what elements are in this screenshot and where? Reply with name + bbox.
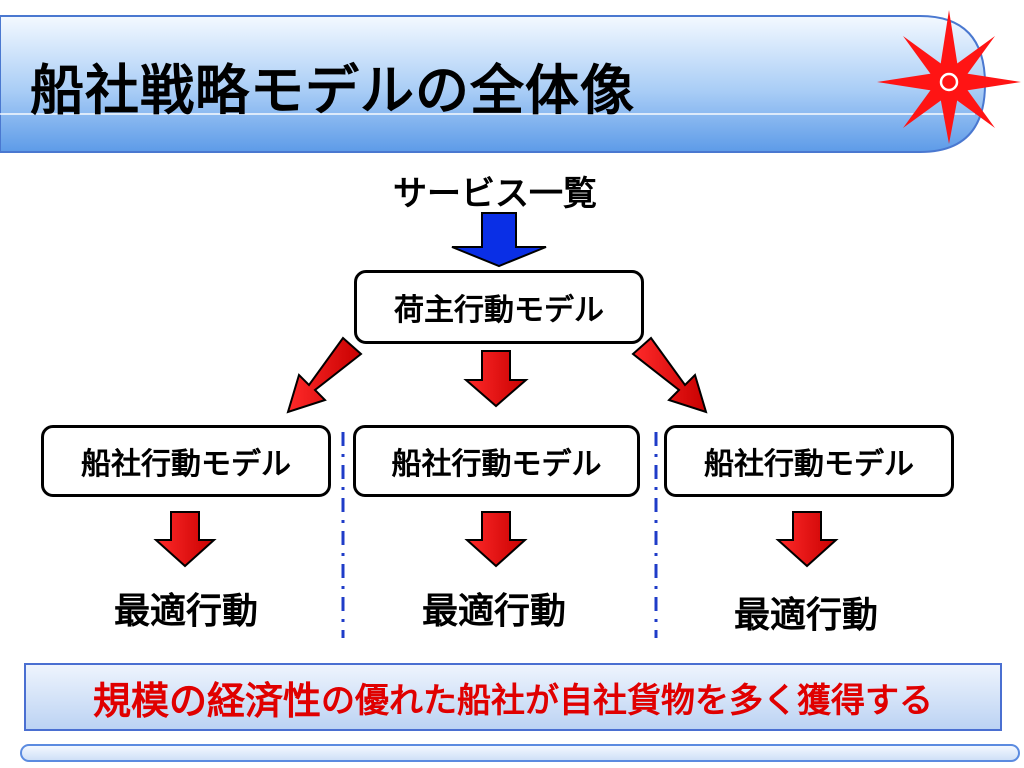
conclusion-banner: 規模の経済性の優れた船社が自社貨物を多く獲得する (24, 663, 1002, 731)
arrow-diagonal-left (286, 336, 363, 414)
conclusion-part1: 規模の経済性 (92, 678, 321, 723)
carrier-model-label: 船社行動モデル (391, 447, 602, 482)
service-list-label: サービス一覧 (393, 174, 597, 214)
carrier-model-label: 船社行動モデル (81, 447, 291, 482)
carrier-model-box: 船社行動モデル (664, 425, 954, 497)
arrow-down-result-right (775, 511, 839, 568)
shipper-model-box: 荷主行動モデル (354, 270, 644, 344)
optimal-action-label: 最適行動 (733, 595, 878, 636)
carrier-model-box: 船社行動モデル (41, 425, 331, 497)
carrier-model-label: 船社行動モデル (704, 447, 914, 482)
optimal-action-label: 最適行動 (113, 591, 258, 632)
arrow-diagonal-right (631, 336, 708, 414)
shipper-model-label: 荷主行動モデル (394, 293, 604, 328)
arrow-down-result-center (464, 511, 528, 568)
arrow-down-center (463, 350, 529, 408)
arrow-down-blue (451, 212, 547, 268)
conclusion-part3: が自社貨物を多く獲得する (525, 680, 933, 721)
optimal-action-label: 最適行動 (421, 591, 566, 632)
carrier-model-box: 船社行動モデル (353, 425, 640, 497)
footer-bar (20, 744, 1020, 762)
compass-logo (877, 10, 1021, 144)
conclusion-part2: の優れた船社 (321, 680, 525, 721)
arrow-down-result-left (153, 511, 217, 568)
page-title: 船社戦略モデルの全体像 (30, 59, 635, 122)
